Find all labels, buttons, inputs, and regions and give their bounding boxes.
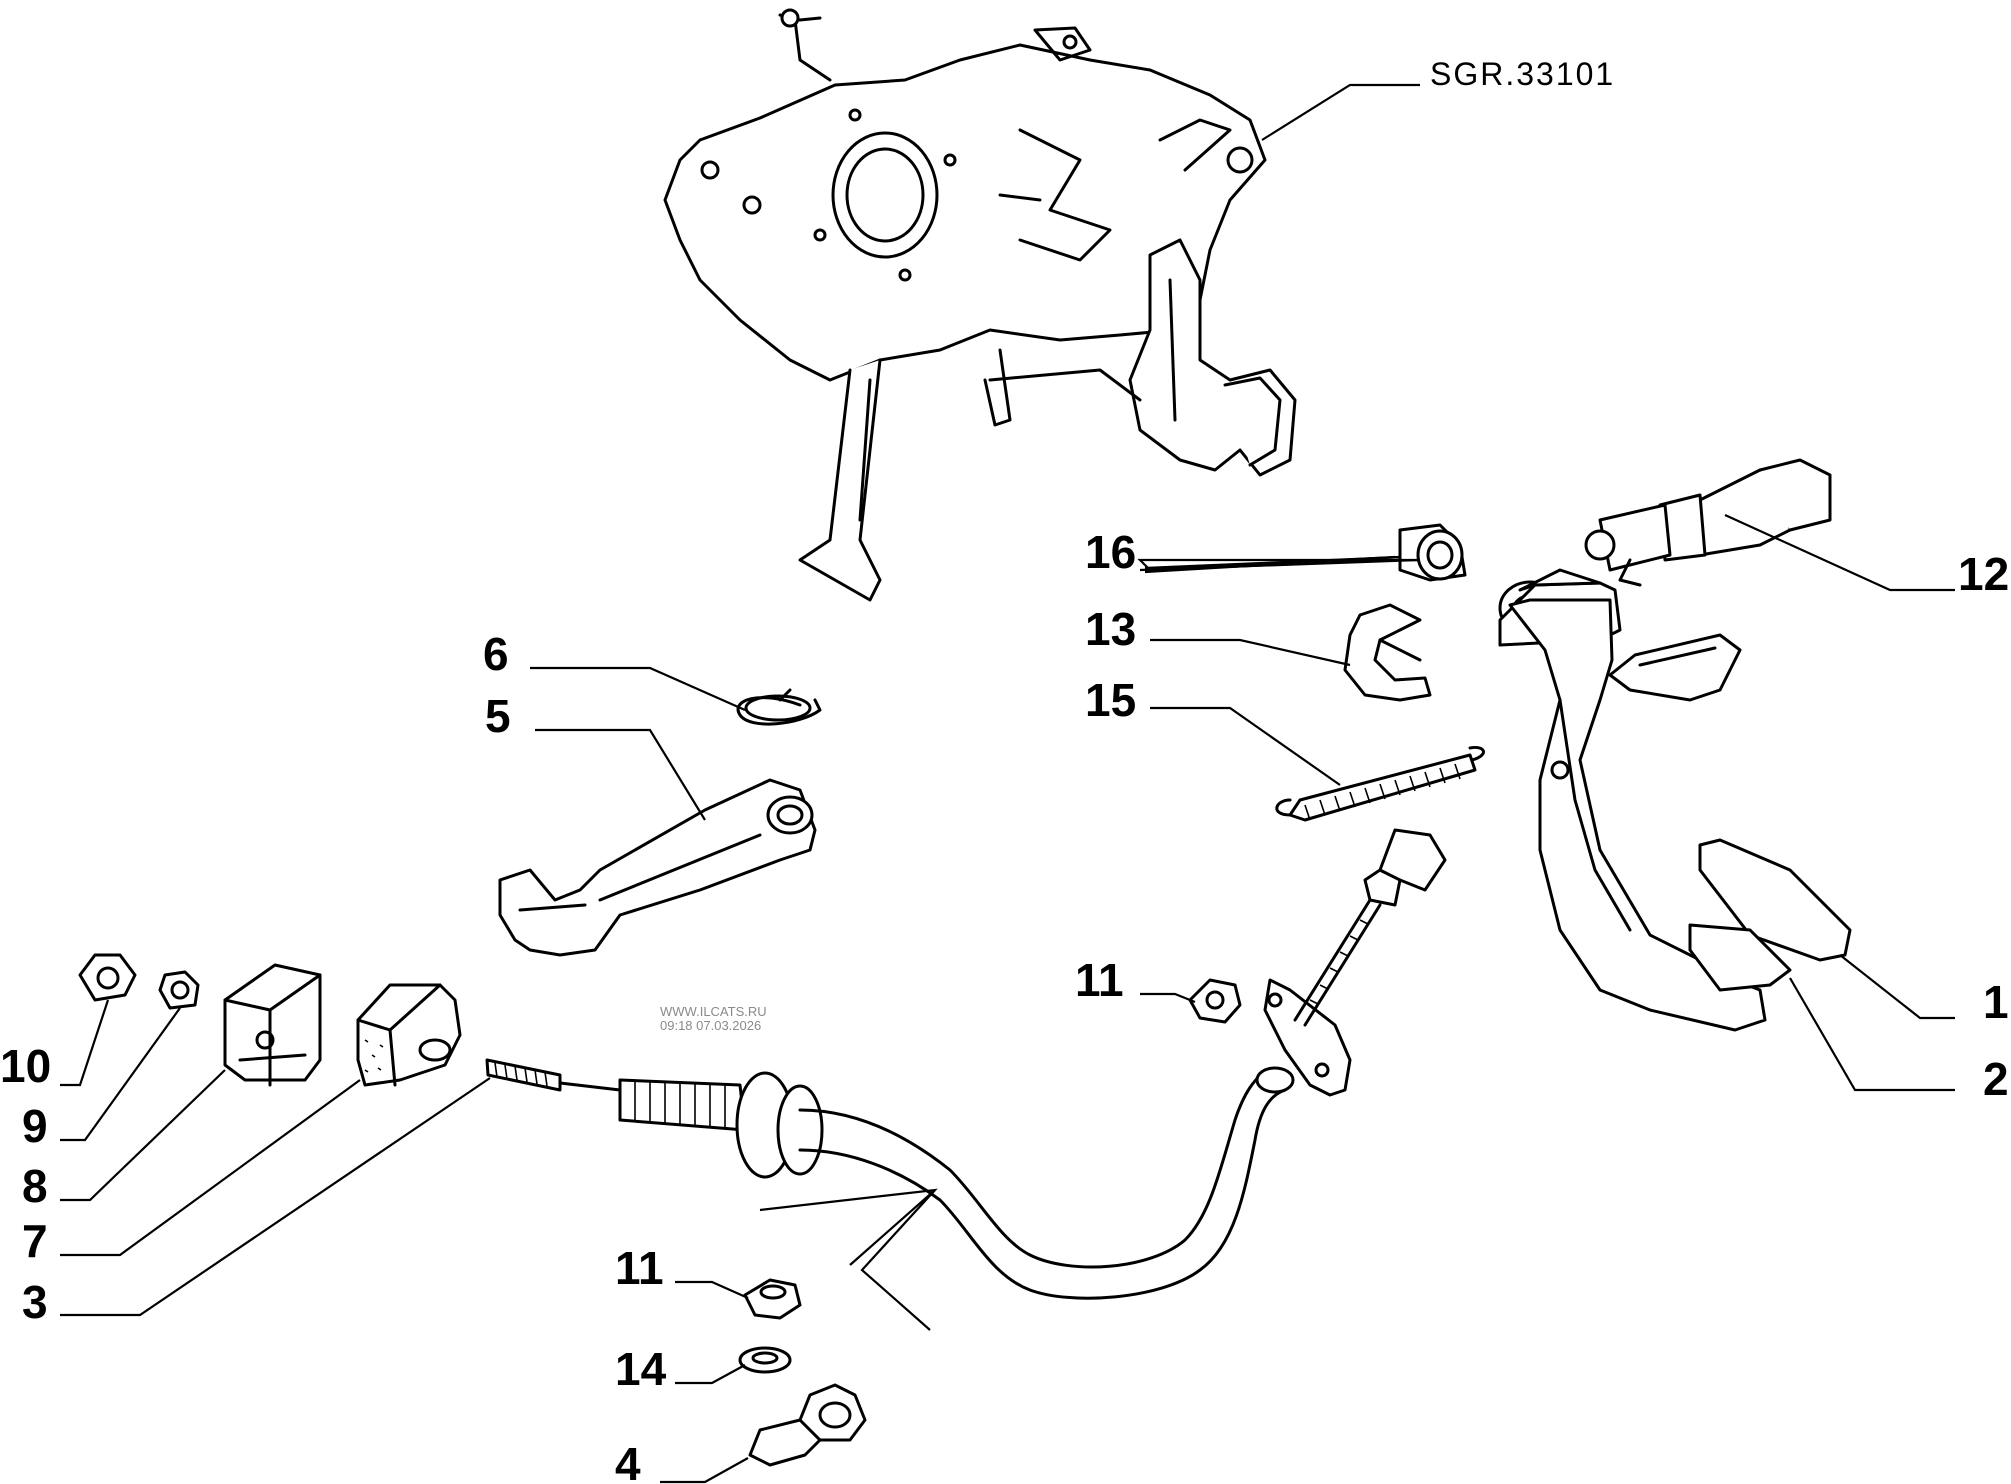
nut-11-upper-drawing: [1188, 978, 1242, 1024]
callout-5: 5: [485, 690, 511, 742]
bushing-7-drawing: [356, 983, 462, 1087]
callout-16: 16: [1085, 526, 1136, 578]
callout-7: 7: [22, 1215, 48, 1267]
callout-1: 1: [1983, 976, 2009, 1028]
callout-6: 6: [483, 628, 509, 680]
leader-lines: [60, 83, 1955, 1484]
bushing-16-drawing: [1398, 523, 1467, 582]
washer-9-drawing: [158, 970, 200, 1010]
clip-13-drawing: [1343, 603, 1432, 702]
callout-4: 4: [615, 1438, 641, 1484]
reference-code: SGR.33101: [1430, 56, 1615, 92]
callout-10: 10: [0, 1040, 51, 1092]
callout-9: 9: [22, 1100, 48, 1152]
watermark-site: WWW.ILCATS.RU: [660, 1004, 767, 1019]
callout-13: 13: [1085, 603, 1136, 655]
spring-15-drawing: [1275, 745, 1485, 822]
callout-11-lower: 11: [615, 1242, 664, 1294]
callout-14: 14: [615, 1343, 667, 1395]
nut-10-drawing: [78, 953, 137, 1002]
pedal-arm-drawing: [1498, 568, 1852, 1032]
callout-12: 12: [1958, 548, 2009, 600]
clutch-cable-3-drawing: [485, 828, 1447, 1300]
callout-3: 3: [22, 1276, 48, 1328]
pedal-bracket-drawing: [663, 8, 1297, 602]
pedal-switch-drawing: [1584, 458, 1832, 587]
ring-6-drawing: [736, 688, 822, 726]
release-lever-5-drawing: [498, 778, 817, 957]
watermark-timestamp: 09:18 07.03.2026: [660, 1018, 761, 1033]
callout-2: 2: [1983, 1053, 2009, 1105]
callout-11-upper: 11: [1075, 954, 1124, 1006]
cable-clamp-4-drawing: [748, 1383, 867, 1467]
callout-8: 8: [22, 1160, 48, 1212]
callout-15: 15: [1085, 674, 1136, 726]
washer-14-drawing: [738, 1346, 792, 1374]
bracket-8-drawing: [223, 963, 322, 1087]
nut-11-lower-drawing: [743, 1278, 802, 1320]
